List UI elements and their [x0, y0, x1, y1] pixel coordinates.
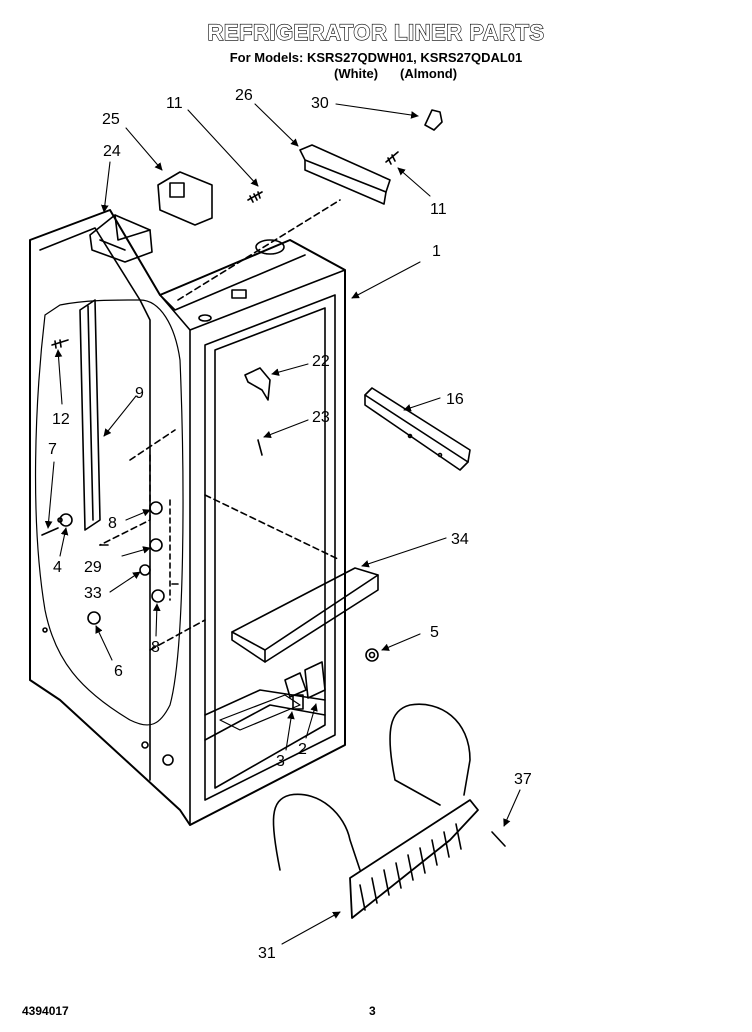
document-number: 4394017 — [22, 1004, 69, 1018]
callout-11-right: 11 — [430, 201, 447, 218]
callout-4: 4 — [53, 559, 62, 576]
callout-31: 31 — [258, 945, 276, 962]
small-fasteners — [59, 501, 379, 662]
callout-11-top: 11 — [166, 95, 183, 112]
variant-white: (White) — [334, 66, 379, 81]
callout-16: 16 — [446, 391, 464, 408]
part-22-bracket — [244, 367, 271, 401]
callout-26: 26 — [235, 87, 253, 104]
page-number: 3 — [369, 1004, 376, 1018]
callout-8-upper: 8 — [108, 515, 117, 532]
callout-9: 9 — [135, 385, 144, 402]
callout-labels: 1 11 25 24 26 30 11 22 23 16 34 5 9 12 7… — [48, 87, 532, 962]
models-line: For Models: KSRS27QDWH01, KSRS27QDAL01 — [229, 50, 523, 65]
callout-37: 37 — [514, 771, 532, 788]
callout-33: 33 — [84, 585, 102, 602]
part-26-bracket — [299, 144, 391, 205]
part-24-housing — [89, 214, 153, 263]
callout-25: 25 — [102, 111, 120, 128]
callout-23: 23 — [312, 409, 330, 426]
callout-7: 7 — [48, 441, 57, 458]
callout-2: 2 — [298, 741, 307, 758]
callout-6: 6 — [114, 663, 123, 680]
callout-24: 24 — [103, 143, 121, 160]
part-9-channel — [79, 299, 101, 531]
part-34-trim — [231, 567, 379, 663]
part-25-shield — [157, 171, 213, 226]
leader-lines — [44, 103, 521, 945]
callout-22: 22 — [312, 353, 330, 370]
callout-34: 34 — [451, 531, 469, 548]
liner-cabinet — [29, 199, 346, 826]
callout-8-lower: 8 — [151, 639, 160, 656]
callout-3: 3 — [276, 753, 285, 770]
callout-5: 5 — [430, 624, 439, 641]
part-31-heater — [272, 703, 479, 919]
callout-29: 29 — [84, 559, 102, 576]
part-30-clip — [424, 109, 443, 131]
parts-2-3-brackets — [284, 661, 326, 710]
callout-30: 30 — [311, 95, 329, 112]
callout-12: 12 — [52, 411, 70, 428]
page-title: REFRIGERATOR LINER PARTS — [207, 19, 545, 45]
part-16-rail — [364, 387, 471, 471]
screws — [41, 151, 506, 847]
variant-almond: (Almond) — [400, 66, 458, 81]
model-variants: (White) (Almond) — [0, 66, 752, 82]
callout-1: 1 — [432, 243, 441, 260]
